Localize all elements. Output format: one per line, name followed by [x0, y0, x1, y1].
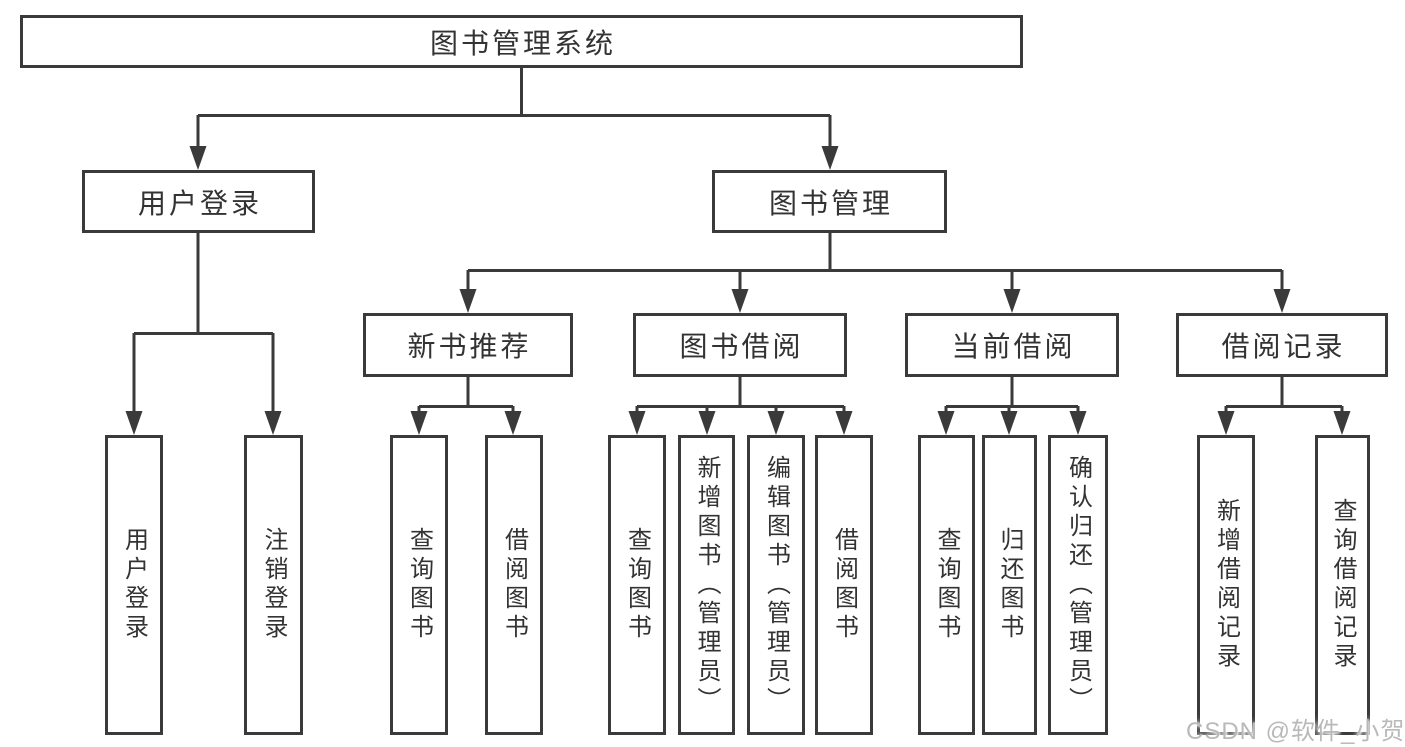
node-book-management: 图书管理	[712, 170, 947, 233]
leaf-add-book-admin: 新增图书（管理员）	[678, 435, 735, 735]
leaf-query-borrow-record: 查询借阅记录	[1315, 435, 1370, 735]
connector-root-to-level2	[189, 67, 839, 170]
leaf-user-login: 用户登录	[105, 435, 163, 735]
leaf-borrow-book-borrow: 借阅图书	[815, 435, 873, 735]
connector-userlogin-to-leaves	[125, 233, 282, 435]
leaf-query-book-current: 查询图书	[918, 435, 975, 735]
connector-bookmgmt-to-level3	[459, 233, 1291, 313]
node-new-book-recommend: 新书推荐	[363, 313, 573, 377]
node-current-borrow: 当前借阅	[905, 313, 1119, 377]
leaf-logout: 注销登录	[244, 435, 303, 735]
connector-bookborrow-to-leaves	[628, 377, 853, 435]
leaf-borrow-book-rec: 借阅图书	[485, 435, 543, 735]
connector-currentborrow-to-leaves	[937, 377, 1087, 435]
node-book-borrow: 图书借阅	[633, 313, 847, 377]
connector-borrowrecords-to-leaves	[1217, 377, 1351, 435]
leaf-return-book: 归还图书	[982, 435, 1037, 735]
csdn-watermark: CSDN @软件_小贺同学	[1186, 718, 1405, 745]
node-root: 图书管理系统	[20, 15, 1023, 68]
connector-newbookrec-to-leaves	[410, 377, 522, 435]
node-user-login: 用户登录	[82, 170, 315, 233]
leaf-edit-book-admin: 编辑图书（管理员）	[747, 435, 805, 735]
leaf-query-book-rec: 查询图书	[390, 435, 448, 735]
leaf-add-borrow-record: 新增借阅记录	[1197, 435, 1255, 735]
node-borrow-records: 借阅记录	[1176, 313, 1388, 377]
leaf-query-book-borrow: 查询图书	[608, 435, 666, 735]
leaf-confirm-return-admin: 确认归还（管理员）	[1048, 435, 1108, 735]
